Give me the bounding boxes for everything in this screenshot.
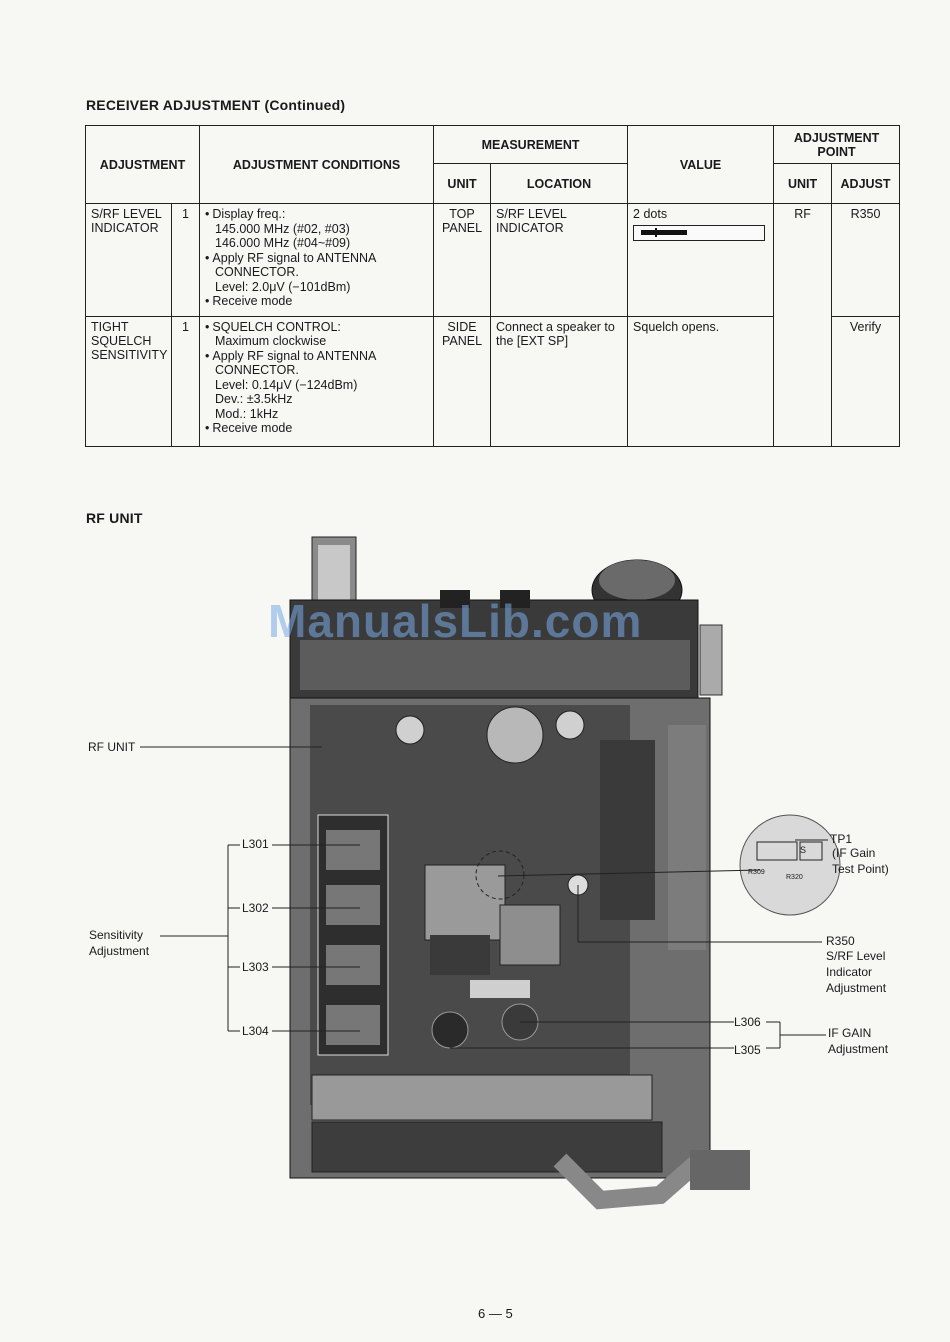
condition-line: Dev.: ±3.5kHz xyxy=(215,392,293,407)
label-tp1-desc: (IF Gain xyxy=(832,846,876,860)
page-number: 6 — 5 xyxy=(478,1306,513,1321)
value-text: 2 dots xyxy=(633,207,668,222)
header-adjustment-point: ADJUSTMENT POINT xyxy=(773,124,901,165)
label-l306: L306 xyxy=(734,1015,761,1029)
row-conditions: SQUELCH CONTROL: Maximum clockwise Apply… xyxy=(199,315,435,448)
row-location: S/RF LEVEL INDICATOR xyxy=(490,203,629,317)
row-name: S/RF LEVEL INDICATOR xyxy=(85,203,172,317)
condition-line: Mod.: 1kHz xyxy=(215,406,279,421)
header-adjustment: ADJUSTMENT xyxy=(84,124,201,205)
header-measurement: MEASUREMENT xyxy=(433,124,629,165)
row-step: 1 xyxy=(170,315,201,448)
header-adjust: ADJUST xyxy=(831,163,901,205)
row-adjust: R350 xyxy=(831,203,901,317)
label-l305: L305 xyxy=(734,1043,761,1057)
row-location: Connect a speaker to the [EXT SP] xyxy=(490,315,629,448)
label-r350-desc: S/RF Level xyxy=(826,949,886,963)
inset-r309: R309 xyxy=(748,869,765,876)
condition-line: CONNECTOR. xyxy=(215,265,299,280)
label-r350-desc2: Indicator xyxy=(826,965,873,979)
condition-line: 146.000 MHz (#04~#09) xyxy=(215,236,351,251)
row-name: TIGHT SQUELCH SENSITIVITY xyxy=(85,315,172,448)
header-conditions: ADJUSTMENT CONDITIONS xyxy=(199,124,435,205)
row-step: 1 xyxy=(170,203,201,317)
section-title-receiver: RECEIVER ADJUSTMENT (Continued) xyxy=(86,97,346,113)
meter-dots xyxy=(641,228,688,238)
label-l302: L302 xyxy=(242,901,269,915)
label-r350-desc3: Adjustment xyxy=(826,981,887,995)
inset-s-label: S xyxy=(800,845,807,855)
label-l301: L301 xyxy=(242,837,269,851)
condition-line: SQUELCH CONTROL: xyxy=(205,320,428,335)
table-row: TIGHT SQUELCH SENSITIVITY 1 SQUELCH CONT… xyxy=(85,315,901,448)
condition-line: Level: 2.0μV (−101dBm) xyxy=(215,279,351,294)
row-value: 2 dots xyxy=(627,203,775,317)
condition-line: CONNECTOR. xyxy=(215,363,299,378)
header-meas-unit: UNIT xyxy=(433,163,492,205)
label-tp1: TP1 xyxy=(830,832,853,846)
watermark: ManualsLib.com xyxy=(268,595,643,647)
section-title-rf-unit: RF UNIT xyxy=(86,510,143,526)
condition-line: Receive mode xyxy=(205,421,428,436)
condition-line: Receive mode xyxy=(205,294,428,309)
row-value: Squelch opens. xyxy=(627,315,775,448)
header-location: LOCATION xyxy=(490,163,629,205)
row-conditions: Display freq.: 145.000 MHz (#02, #03) 14… xyxy=(199,203,435,317)
label-l304: L304 xyxy=(242,1024,269,1038)
row-adj-unit: RF xyxy=(773,203,833,447)
table-row: S/RF LEVEL INDICATOR 1 Display freq.: 14… xyxy=(85,203,901,447)
condition-line: Display freq.: xyxy=(205,207,428,222)
header-value: VALUE xyxy=(627,124,775,205)
srf-meter-illustration xyxy=(633,225,766,242)
label-l303: L303 xyxy=(242,960,269,974)
label-sensitivity-adjustment: Adjustment xyxy=(89,944,150,958)
condition-line: Apply RF signal to ANTENNA xyxy=(205,349,428,364)
label-r350: R350 xyxy=(826,934,855,948)
receiver-adjustment-table: ADJUSTMENT ADJUSTMENT CONDITIONS MEASURE… xyxy=(84,124,901,448)
condition-line: Maximum clockwise xyxy=(215,334,327,349)
label-rf-unit: RF UNIT xyxy=(88,740,136,754)
row-adjust: Verify xyxy=(831,315,901,448)
condition-line: 145.000 MHz (#02, #03) xyxy=(215,221,350,236)
label-if-gain-adjustment: Adjustment xyxy=(828,1042,889,1056)
label-sensitivity: Sensitivity xyxy=(89,928,144,942)
label-if-gain: IF GAIN xyxy=(828,1026,872,1040)
row-meas-unit: SIDE PANEL xyxy=(433,315,492,448)
condition-line: Apply RF signal to ANTENNA xyxy=(205,251,428,266)
condition-line: Level: 0.14μV (−124dBm) xyxy=(215,377,358,392)
header-adj-unit: UNIT xyxy=(773,163,833,205)
inset-r320: R320 xyxy=(786,874,803,881)
label-tp1-desc2: Test Point) xyxy=(832,862,889,876)
row-meas-unit: TOP PANEL xyxy=(433,203,492,317)
